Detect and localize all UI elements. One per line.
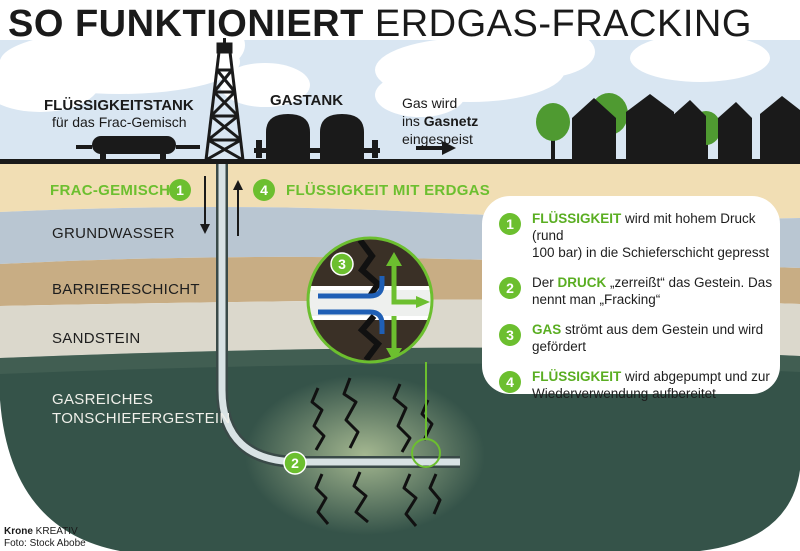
gas-tank-icon	[254, 114, 380, 160]
step-2-highlight: DRUCK	[557, 275, 607, 290]
barrier-label: BARRIERESCHICHT	[52, 281, 200, 298]
info-box-bg	[482, 196, 780, 394]
gas-note-line2: ins Gasnetz	[402, 112, 478, 130]
frac-mix-label: FRAC-GEMISCH	[50, 182, 171, 199]
tank-label: FLÜSSIGKEITSTANK	[44, 97, 194, 114]
step-4-line1: wird abgepumpt und zur	[621, 369, 770, 384]
gas-network-arrow-icon	[416, 141, 456, 155]
clouds	[0, 15, 770, 117]
step-badge-4-num: 4	[260, 182, 268, 198]
title-bold: SO FUNKTIONIERT	[8, 3, 364, 45]
bottom-cutoff	[0, 400, 120, 551]
tank-sublabel: für das Frac-Gemisch	[52, 114, 187, 130]
step-4-line2: Wiederverwendung aufbereitet	[532, 386, 716, 401]
step-1-badge: 1	[499, 213, 521, 235]
step-1-highlight: FLÜSSIGKEIT	[532, 211, 622, 226]
credit: Krone KREATIV Foto: Stock Abobe	[4, 526, 86, 550]
zoom-detail	[308, 238, 432, 362]
step-item-3: 3 GAS strömt aus dem Gestein und wird gef…	[498, 321, 778, 355]
fluid-gas-label: FLÜSSIGKEIT MIT ERDGAS	[286, 182, 491, 199]
gas-note-prefix: ins	[402, 113, 424, 129]
gas-note-bold: Gasnetz	[423, 113, 479, 129]
step-2-line2: nennt man „Fracking“	[532, 292, 661, 307]
credit-photo: Foto: Stock Abobe	[4, 538, 86, 549]
step-item-2: 2 Der DRUCK „zerreißt“ das Gestein. Das n…	[498, 274, 778, 308]
shale-label: GASREICHES TONSCHIEFERGESTEIN	[52, 390, 230, 428]
step-2-number: 2	[506, 280, 514, 296]
drilling-rig-icon	[204, 38, 245, 162]
step-3-number: 3	[506, 327, 514, 343]
ground-line	[0, 159, 800, 164]
groundwater-label: GRUNDWASSER	[52, 225, 175, 242]
credit-brand: Krone	[4, 526, 33, 537]
step-badge-1-num: 1	[176, 182, 184, 198]
step-1-line2: 100 bar) in die Schieferschicht gepresst	[532, 245, 770, 260]
step-3-highlight: GAS	[532, 322, 562, 337]
sandstone-label: SANDSTEIN	[52, 330, 141, 347]
step-3-badge: 3	[499, 324, 521, 346]
step-badge-1: 1	[168, 178, 192, 207]
step-1-text: FLÜSSIGKEIT wird mit hohem Druck (rund 10…	[532, 210, 778, 261]
gas-note-line3: eingespeist	[402, 131, 473, 147]
steps-list: 1 FLÜSSIGKEIT wird mit hohem Druck (rund…	[498, 210, 778, 402]
page-title: SO FUNKTIONIERT ERDGAS-FRACKING	[8, 4, 752, 44]
zoom-ring	[306, 236, 434, 364]
credit-brand-rest: KREATIV	[32, 526, 78, 537]
well-marker-2: 2	[283, 451, 307, 480]
step-2-text: Der DRUCK „zerreißt“ das Gestein. Das nen…	[532, 274, 772, 308]
well-marker-num: 2	[291, 455, 299, 471]
step-badge-4: 4	[252, 178, 276, 207]
gas-note-line1: Gas wird	[402, 95, 458, 111]
liquid-tank-icon	[76, 136, 200, 161]
step-2-badge: 2	[499, 277, 521, 299]
shale-label-line1: GASREICHES	[52, 391, 154, 408]
gas-network-note: Gas wird ins Gasnetz eingespeist	[402, 94, 478, 148]
step-1-number: 1	[506, 216, 514, 232]
gastank-label: GASTANK	[270, 92, 344, 109]
step-4-badge: 4	[499, 371, 521, 393]
flow-arrows	[200, 176, 243, 236]
fractures	[310, 377, 442, 527]
step-3-text: GAS strömt aus dem Gestein und wird geför…	[532, 321, 763, 355]
houses-icon	[572, 94, 800, 160]
step-1-line1: wird mit hohem Druck (rund	[532, 211, 756, 243]
title-rest: ERDGAS-FRACKING	[374, 3, 752, 45]
step-4-highlight: FLÜSSIGKEIT	[532, 369, 622, 384]
step-2-line1: „zerreißt“ das Gestein. Das	[606, 275, 773, 290]
shale-label-line2: TONSCHIEFERGESTEIN	[52, 410, 231, 427]
step-2-prefix: Der	[532, 275, 558, 290]
step-4-number: 4	[506, 374, 514, 390]
zoom-marker-num: 3	[338, 256, 346, 272]
step-item-1: 1 FLÜSSIGKEIT wird mit hohem Druck (rund…	[498, 210, 778, 261]
zoom-marker-3: 3	[330, 252, 354, 281]
step-3-line1: strömt aus dem Gestein und wird	[561, 322, 764, 337]
step-3-line2: gefördert	[532, 339, 587, 354]
credit-brand-line: Krone KREATIV	[4, 526, 86, 538]
